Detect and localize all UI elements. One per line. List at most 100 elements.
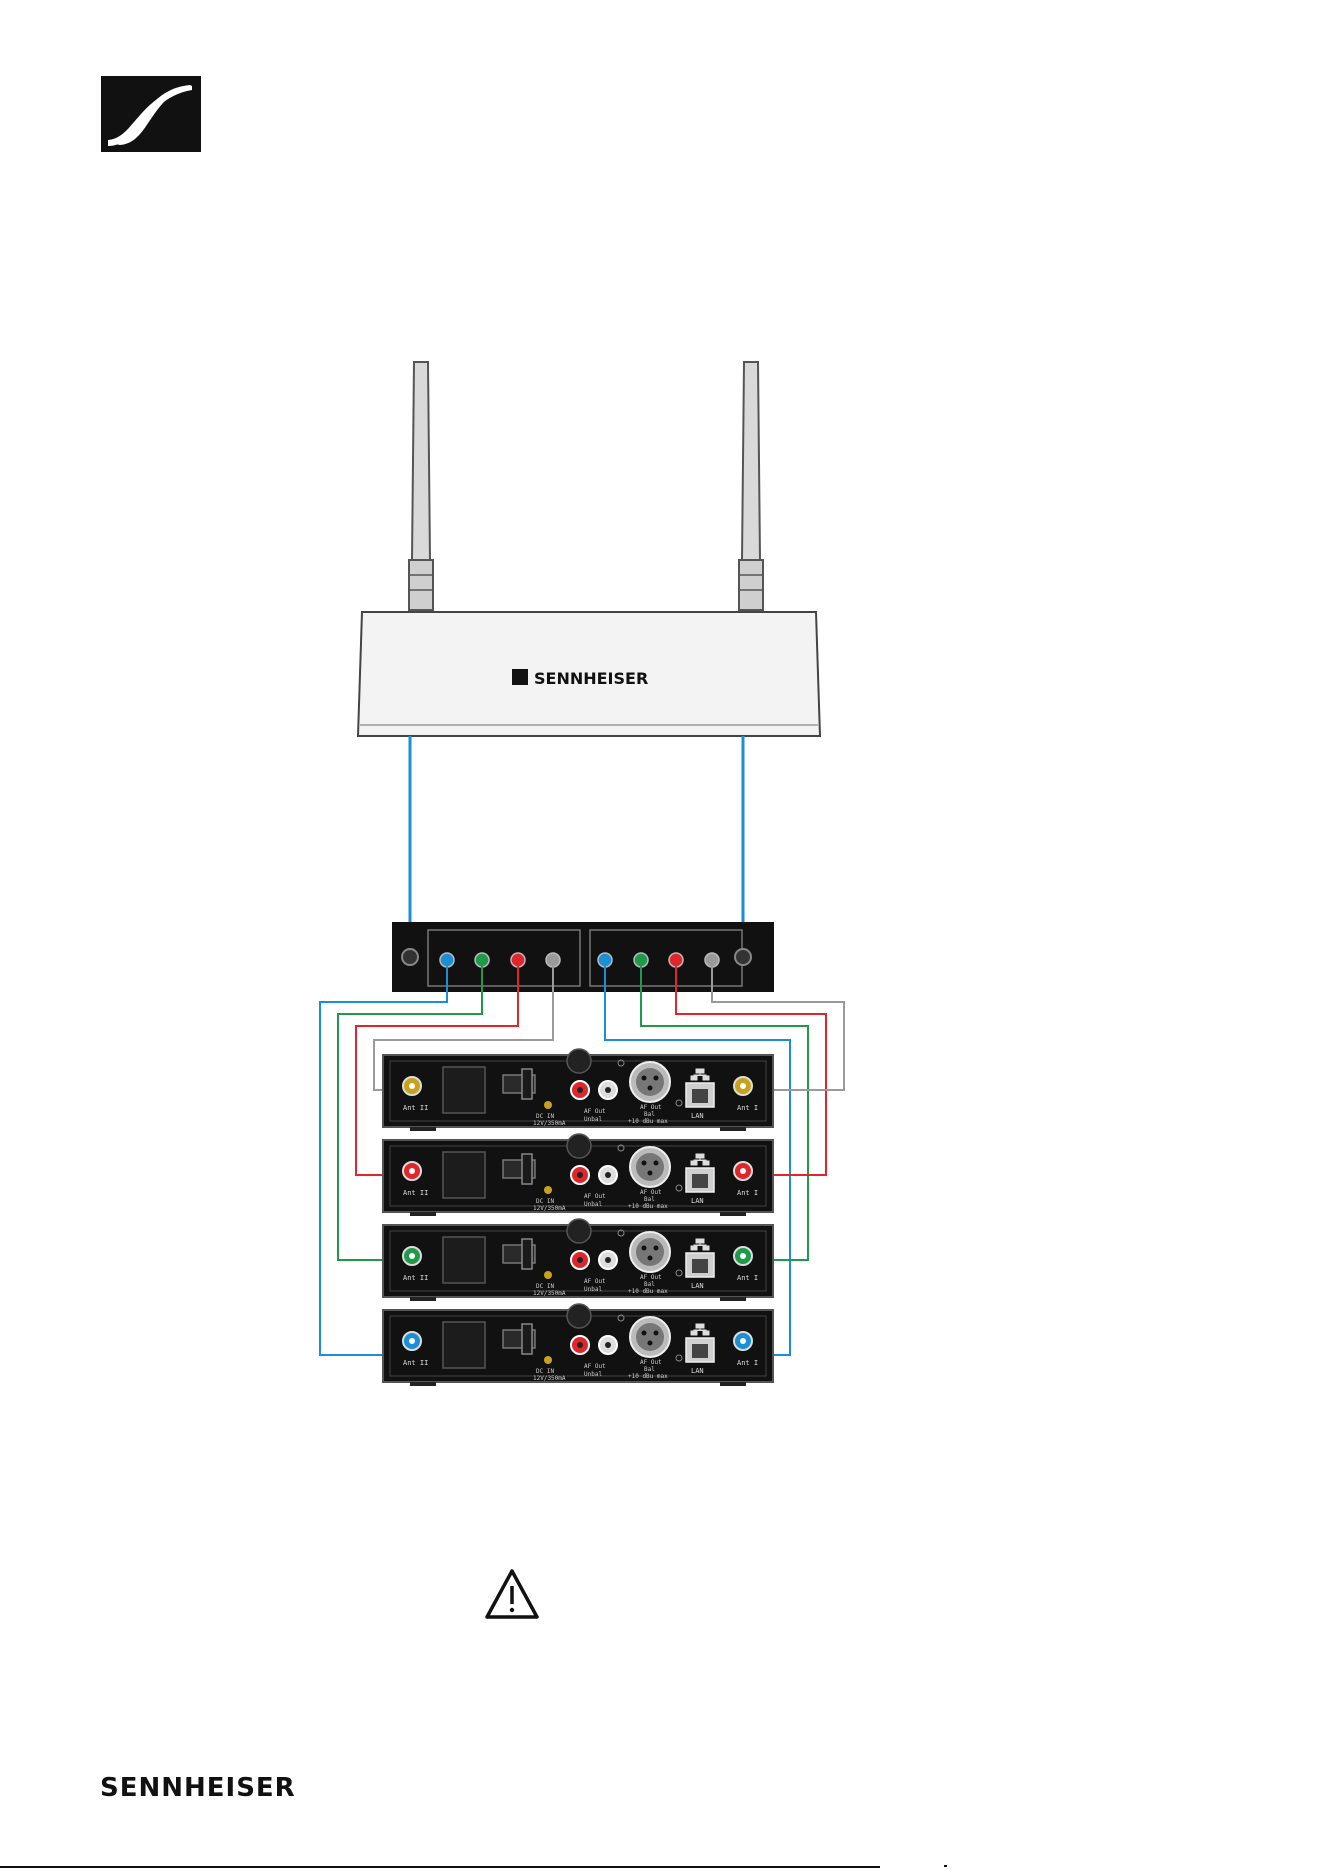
splitter-input-port-right (735, 949, 751, 965)
cable-relief (567, 1134, 591, 1158)
lan-label: LAN (691, 1112, 704, 1120)
dc-in-label: DC IN (536, 1113, 554, 1120)
af-out-label: AF Out (584, 1108, 606, 1115)
ant-ii-pin (409, 1083, 415, 1089)
af-out-unbal-jack-white-center (605, 1087, 611, 1093)
xlr-pin (654, 1331, 659, 1336)
dc-in-jack (544, 1271, 552, 1279)
xlr-bal-label: Bal (644, 1111, 655, 1118)
dc-in-jack (544, 1186, 552, 1194)
ant-i-label: Ant I (737, 1274, 758, 1282)
xlr-level-label: +10 dBu max (628, 1118, 668, 1125)
xlr-out-label: AF Out (640, 1274, 662, 1281)
xlr-bal-label: Bal (644, 1281, 655, 1288)
xlr-out-label: AF Out (640, 1359, 662, 1366)
xlr-out-inner (636, 1068, 664, 1096)
af-out-unbal-jack-red-center (577, 1342, 583, 1348)
xlr-pin (654, 1076, 659, 1081)
ant-i-label: Ant I (737, 1104, 758, 1112)
af-out-unbal-label: Unbal (584, 1116, 602, 1123)
xlr-bal-label: Bal (644, 1196, 655, 1203)
af-out-unbal-jack-white-center (605, 1342, 611, 1348)
xlr-level-label: +10 dBu max (628, 1373, 668, 1380)
af-out-unbal-jack-white-center (605, 1172, 611, 1178)
af-out-unbal-label: Unbal (584, 1286, 602, 1293)
receiver-display-recess (443, 1237, 485, 1283)
xlr-pin (642, 1076, 647, 1081)
receiver-foot (720, 1297, 746, 1301)
ant-ii-label: Ant II (403, 1274, 428, 1282)
lan-label: LAN (691, 1197, 704, 1205)
af-out-unbal-label: Unbal (584, 1201, 602, 1208)
xlr-out-inner (636, 1153, 664, 1181)
unit-brand-label: SENNHEISER (534, 669, 648, 688)
xlr-out-label: AF Out (640, 1189, 662, 1196)
dc-rating-label: 12V/350mA (533, 1290, 566, 1297)
xlr-pin (654, 1161, 659, 1166)
af-out-unbal-jack-red-center (577, 1087, 583, 1093)
antenna-right (739, 362, 763, 610)
receiver-display-recess (443, 1067, 485, 1113)
af-out-unbal-jack-red-center (577, 1172, 583, 1178)
antenna-cables (410, 736, 743, 950)
dc-rating-label: 12V/350mA (533, 1205, 566, 1212)
dc-in-label: DC IN (536, 1198, 554, 1205)
ant-ii-pin (409, 1253, 415, 1259)
ant-i-pin (740, 1338, 746, 1344)
xlr-out-inner (636, 1323, 664, 1351)
receiver-foot (410, 1212, 436, 1216)
receiver-display-recess (443, 1152, 485, 1198)
af-out-label: AF Out (584, 1363, 606, 1370)
receiver-switch-lever (522, 1154, 532, 1184)
xlr-out-label: AF Out (640, 1104, 662, 1111)
af-out-unbal-label: Unbal (584, 1371, 602, 1378)
receiver-switch-lever (522, 1324, 532, 1354)
warning-triangle-icon (487, 1571, 537, 1617)
ant-i-label: Ant I (737, 1359, 758, 1367)
ant-ii-pin (409, 1168, 415, 1174)
receiver-foot (410, 1297, 436, 1301)
receiver-display-recess (443, 1322, 485, 1368)
dc-in-label: DC IN (536, 1368, 554, 1375)
xlr-pin (642, 1161, 647, 1166)
dc-in-label: DC IN (536, 1283, 554, 1290)
ant-i-pin (740, 1253, 746, 1259)
xlr-out-inner (636, 1238, 664, 1266)
receiver-foot (720, 1127, 746, 1131)
dc-rating-label: 12V/350mA (533, 1375, 566, 1382)
af-out-label: AF Out (584, 1193, 606, 1200)
receiver-unit: Ant IIDC IN12V/350mAAF OutUnbalAF OutBal… (383, 1049, 773, 1131)
ant-ii-pin (409, 1338, 415, 1344)
antenna-splitter (392, 922, 774, 992)
receiver-foot (410, 1382, 436, 1386)
receiver-foot (720, 1212, 746, 1216)
ant-ii-label: Ant II (403, 1359, 428, 1367)
ant-i-pin (740, 1168, 746, 1174)
antenna-left (409, 362, 433, 610)
xlr-pin (648, 1341, 653, 1346)
af-out-unbal-jack-white-center (605, 1257, 611, 1263)
lan-port-socket (692, 1259, 708, 1273)
xlr-pin (648, 1256, 653, 1261)
ant-i-label: Ant I (737, 1189, 758, 1197)
xlr-level-label: +10 dBu max (628, 1203, 668, 1210)
ant-i-pin (740, 1083, 746, 1089)
af-out-label: AF Out (584, 1278, 606, 1285)
dc-in-jack (544, 1101, 552, 1109)
dc-in-jack (544, 1356, 552, 1364)
lan-port-socket (692, 1089, 708, 1103)
xlr-pin (642, 1246, 647, 1251)
receiver-switch-lever (522, 1069, 532, 1099)
xlr-pin (648, 1086, 653, 1091)
antenna-booster-unit: SENNHEISER (358, 612, 820, 736)
xlr-bal-label: Bal (644, 1366, 655, 1373)
xlr-pin (648, 1171, 653, 1176)
xlr-pin (654, 1246, 659, 1251)
cable-relief (567, 1304, 591, 1328)
splitter-input-port-left (402, 949, 418, 965)
lan-label: LAN (691, 1282, 704, 1290)
